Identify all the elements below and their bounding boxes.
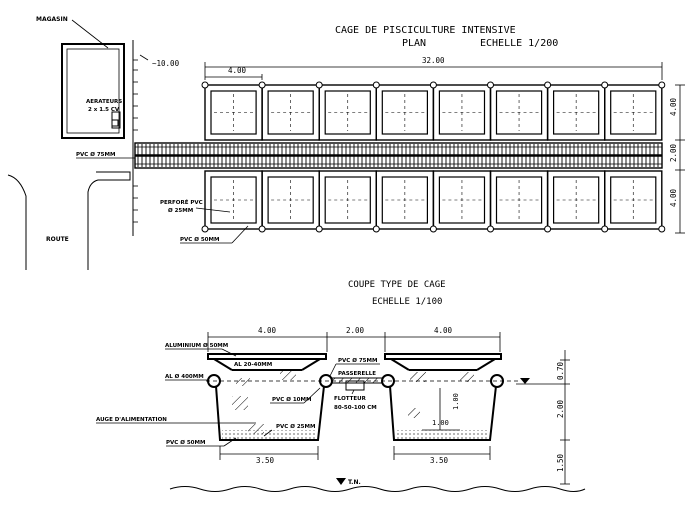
tn-marker [336,478,346,485]
plan-subtitle: PLAN [402,38,426,49]
flotteur-spec: 80-50-100 CM [334,405,377,411]
plan-pvc75-label: PVC Ø 75MM [76,151,115,158]
section-pvc75-label: PVC Ø 75MM [338,357,377,364]
perfore-dia: Ø 25MM [168,207,193,214]
cage-plan-grid [134,81,666,233]
section-dim-w2: 2.00 [346,326,365,335]
cage-net [610,90,657,135]
plan-scale: ECHELLE 1/200 [480,38,558,49]
shoreline [132,40,138,236]
aerateurs-spec: 2 x 1.5 CV [88,107,120,113]
al-2040-label: AL 20-40MM [234,362,272,368]
plan-dim-row2: 4.00 [669,188,678,207]
cage-net [438,176,486,224]
plan-title: CAGE DE PISCICULTURE INTENSIVE [335,25,516,36]
mooring-float [258,225,266,233]
cage-net [552,176,600,224]
tn-label: T.N. [348,479,361,486]
walkway-section [331,377,383,391]
mooring-float [372,81,380,89]
mooring-float [601,225,609,233]
aerateurs-label: AERATEURS [86,99,122,105]
mooring-float [544,81,552,89]
mooring-float [315,81,323,89]
inner-dim-h: 1.00 [432,419,449,427]
mooring-float [487,81,494,89]
mooring-float [429,225,437,233]
inner-dim-v: 1.00 [452,393,460,410]
perfore-label: PERFORÉ PVC [160,198,203,206]
pvc25-label: PVC Ø 25MM [276,423,315,430]
cage-section-right [381,353,504,441]
mooring-float [658,81,666,89]
water-level-mark [520,378,530,384]
mooring-float [201,81,209,89]
cage-section-left [207,353,333,441]
mooring-float [315,225,323,233]
cage-net [381,176,428,224]
cage-net [438,90,486,135]
aluminium-label: ALUMINIUM Ø 50MM [165,342,228,349]
pvc10-label: PVC Ø 10MM [272,396,311,403]
mooring-float [658,225,666,233]
magasin-label: MAGASIN [36,16,68,23]
cage-net [610,176,657,224]
road-edge [7,174,27,270]
flotteur-label: FLOTTEUR [334,396,367,402]
route-label: ROUTE [46,236,69,243]
magasin-building [61,43,125,139]
passerelle-label: PASSERELLE [338,371,376,377]
section-dim-b2: 3.50 [430,456,449,465]
section-pvc50-label: PVC Ø 50MM [166,439,205,446]
section-scale: ECHELLE 1/100 [372,297,442,307]
plan-dim-total: 32.00 [422,56,445,65]
cage-net [552,90,600,135]
plan-dim-row1: 4.00 [669,97,678,116]
road-edge-right [87,171,131,270]
mooring-float [258,81,266,89]
plan-dim-cell: 4.00 [228,66,247,75]
cage-net [381,90,428,135]
vdim-150: 1.50 [556,453,565,472]
ground-line [169,486,586,492]
vdim-070: 0.70 [556,361,565,380]
cage-net [495,176,543,224]
cage-frame [604,84,663,141]
cage-net [210,176,257,224]
al-400-label: AL Ø 400MM [165,373,204,380]
mooring-float [372,225,380,233]
section-dim-w3: 4.00 [434,326,453,335]
section-dim-w1: 4.00 [258,326,277,335]
mooring-float [201,225,209,233]
cage-net [267,90,314,135]
mooring-float [544,225,552,233]
cage-net [324,176,371,224]
mooring-float [429,81,437,89]
cage-net [267,176,314,224]
section-title: COUPE TYPE DE CAGE [348,280,446,290]
cage-net [210,90,257,135]
plan-dim-walk: 2.00 [669,143,678,162]
auge-label: AUGE D'ALIMENTATION [96,417,167,423]
level-label: ~10.00 [152,59,180,68]
section-dim-b1: 3.50 [256,456,275,465]
vdim-200: 2.00 [556,399,565,418]
cage-frame [604,170,663,230]
cage-net [495,90,543,135]
cage-net [324,90,371,135]
mooring-float [487,225,494,233]
plan-pvc50-label: PVC Ø 50MM [180,236,219,243]
mooring-float [601,81,609,89]
